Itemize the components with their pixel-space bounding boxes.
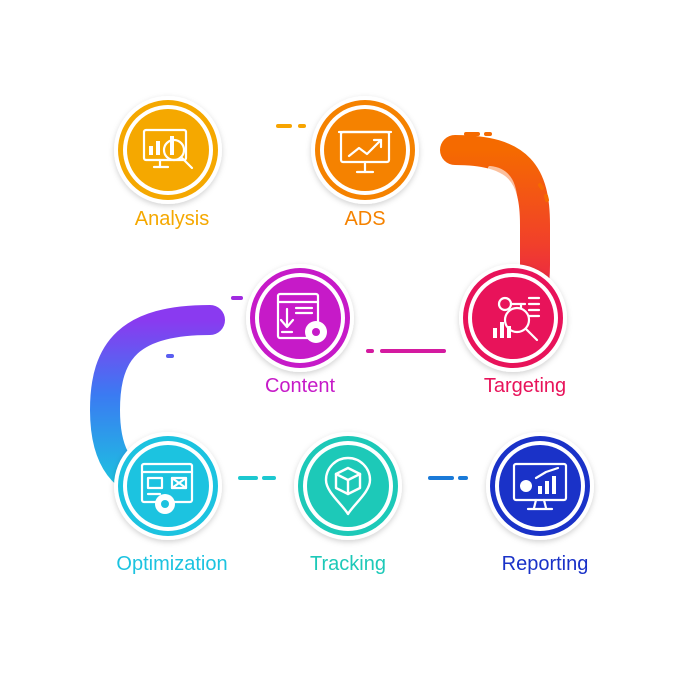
- step-node-content: [246, 264, 354, 372]
- optimization-window-gear-icon: [140, 462, 194, 514]
- label-reporting: Reporting: [502, 553, 589, 575]
- node-fill: [127, 445, 209, 527]
- step-node-tracking: [294, 432, 402, 540]
- content-download-gear-icon: [276, 292, 327, 343]
- step-labels: Analysis ADS Targeting Content Optimizat…: [116, 208, 588, 575]
- label-analysis: Analysis: [135, 208, 209, 230]
- step-node-ads: [311, 96, 419, 204]
- right-dash-1: [538, 183, 544, 190]
- node-fill: [127, 109, 209, 191]
- step-node-optimization: [114, 432, 222, 540]
- analysis-magnifier-chart-icon: [142, 128, 194, 170]
- step-node-analysis: [114, 96, 222, 204]
- label-targeting: Targeting: [484, 375, 566, 397]
- step-node-targeting: [459, 264, 567, 372]
- step-node-reporting: [486, 432, 594, 540]
- label-optimization: Optimization: [116, 553, 227, 575]
- step-nodes: [114, 96, 594, 540]
- presentation-board-trend-icon: [337, 130, 393, 174]
- label-content: Content: [265, 375, 335, 397]
- right-curve-highlight: [488, 166, 518, 212]
- label-tracking: Tracking: [310, 553, 386, 575]
- reporting-monitor-chart-icon: [512, 462, 568, 511]
- tracking-location-box-icon: [324, 456, 372, 516]
- right-dash-2: [544, 194, 549, 202]
- road-decorations: [125, 124, 549, 480]
- node-fill: [259, 277, 341, 359]
- node-fill: [324, 109, 406, 191]
- label-ads: ADS: [344, 208, 385, 230]
- targeting-key-search-icon: [493, 296, 541, 342]
- node-fill: [472, 277, 554, 359]
